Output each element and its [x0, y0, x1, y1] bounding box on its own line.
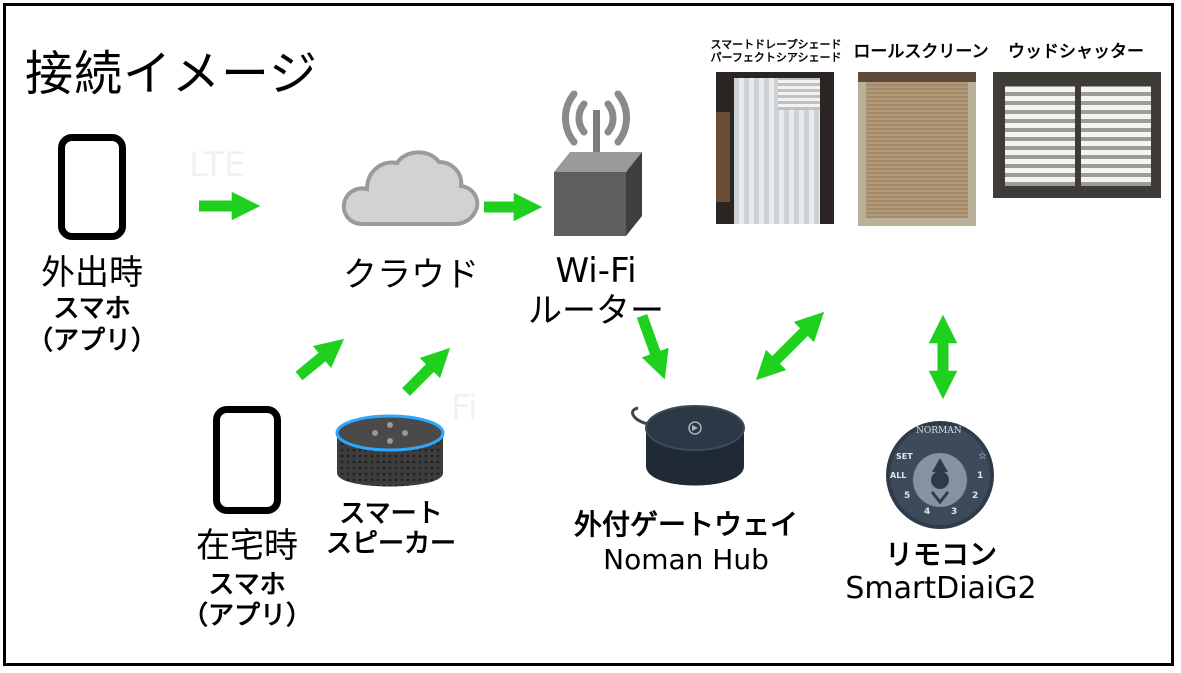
remote-label-2: SmartDiaiG2 [845, 571, 1037, 606]
page-title: 接続イメージ [25, 46, 319, 102]
hub-label-2: Noman Hub [603, 543, 769, 576]
remote-brand: NORMAN [916, 426, 962, 436]
hub-label-1: 外付ゲートウェイ [573, 508, 798, 541]
arrow-home-phone-to-cloud [295, 338, 345, 381]
router-icon [554, 90, 642, 236]
connection-arrows [199, 191, 958, 400]
remote-key-3: 3 [951, 507, 958, 517]
product-label-roll: ロールスクリーン [853, 42, 989, 62]
speaker-label-2: スピーカー [325, 529, 456, 559]
product-label-drape-2: パーフェクトシアシェード [710, 51, 842, 64]
watermark: Fi [451, 388, 478, 428]
outside-sub1: スマホ [53, 294, 131, 324]
outside-label: 外出時 [41, 253, 143, 293]
wood-shutter-photo [993, 72, 1161, 198]
roll-screen-photo [858, 72, 976, 226]
arrow-speaker-to-cloud [402, 347, 451, 396]
drape-shade-photo [716, 72, 834, 224]
arrow-router-to-hub [636, 314, 669, 380]
smartphone-icon [58, 134, 126, 240]
remote-key-all: ALL [890, 471, 907, 480]
hub-device-icon [631, 405, 745, 486]
remote-key-2: 2 [972, 491, 979, 501]
router-label-1: Wi-Fi [555, 251, 637, 291]
cloud-icon [341, 150, 480, 226]
product-label-drape-1: スマートドレープシェード [710, 38, 842, 51]
speaker-label-1: スマート [339, 499, 443, 529]
arrow-hub-to-shades [755, 311, 825, 381]
remote-key-4: 4 [924, 507, 931, 517]
smartphone-icon [213, 406, 281, 514]
remote-key-1: 1 [977, 471, 984, 481]
home-label: 在宅時 [196, 526, 298, 566]
remote-label-1: リモコン [884, 538, 997, 571]
home-sub1: スマホ [208, 570, 286, 600]
diagram-frame: 接続イメージ LTE Fi 外出時 スマホ （アプリ） クラウド [3, 3, 1174, 666]
watermark: LTE [189, 145, 246, 185]
outside-sub2: （アプリ） [27, 326, 158, 356]
product-label-shutter: ウッドシャッター [1008, 42, 1144, 62]
home-sub2: （アプリ） [181, 601, 312, 631]
remote-key-set: SET [896, 452, 913, 461]
smart-speaker-icon [335, 414, 445, 487]
remote-key-5: 5 [904, 491, 911, 501]
star-icon: ☆ [978, 451, 987, 462]
remote-control-icon: NORMAN SET ALL 1 2 3 4 5 ☆ [882, 418, 998, 532]
cloud-label: クラウド [343, 255, 479, 295]
router-label-2: ルーター [528, 291, 664, 331]
